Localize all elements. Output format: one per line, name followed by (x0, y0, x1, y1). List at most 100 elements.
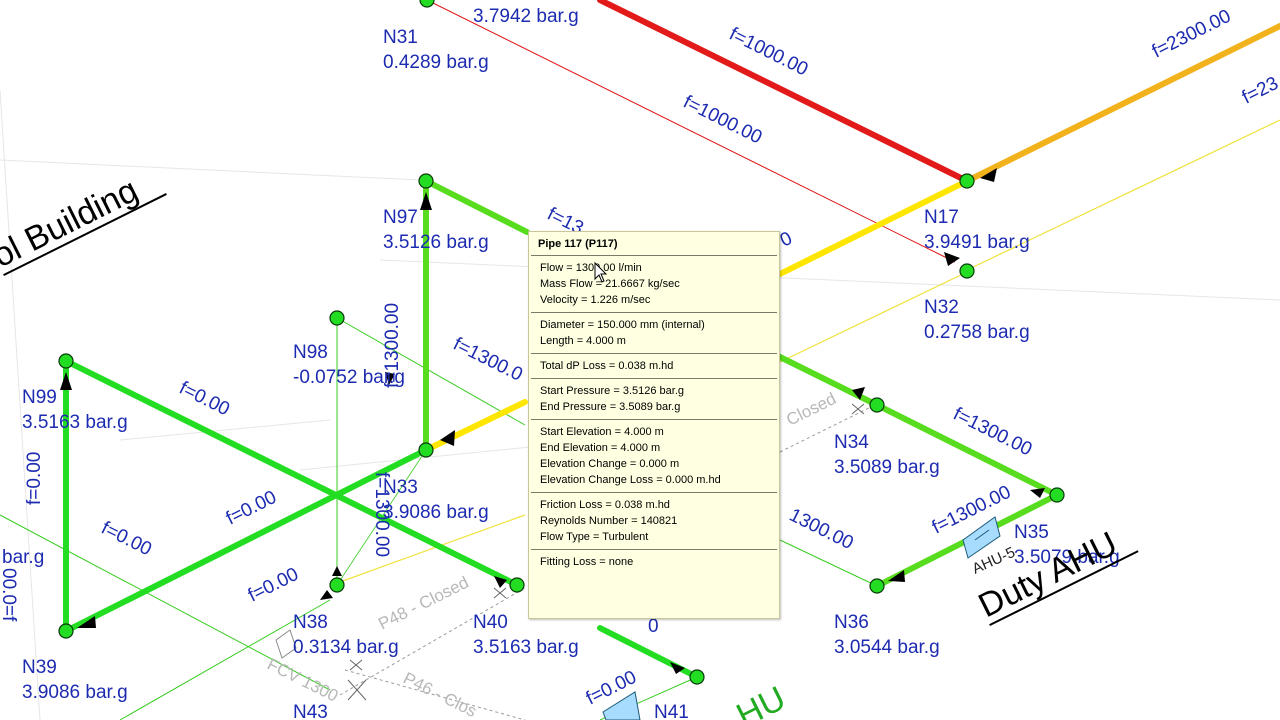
pressure-left-partial: bar.g (2, 547, 44, 568)
flow-label: f=1300.00 (382, 303, 403, 388)
tooltip-line: Total dP Loss = 0.038 m.hd (540, 360, 674, 372)
valve-n34 (851, 403, 865, 415)
arrow-icon (980, 168, 997, 182)
node-pressure-n40: 3.5163 bar.g (473, 637, 579, 658)
node-pressure-n31: 0.4289 bar.g (383, 52, 489, 73)
node-n39[interactable] (58, 623, 74, 639)
tooltip-line: Fitting Loss = none (540, 556, 634, 568)
arrow-icon (852, 387, 865, 400)
nodes (58, 0, 1065, 685)
tooltip-section: Start Elevation = 4.000 m End Elevation =… (531, 419, 777, 492)
node-label-n17: N17 (924, 207, 959, 228)
tooltip-line: Diameter = 150.000 mm (internal) (540, 319, 705, 331)
arrow-icon (888, 570, 905, 582)
tooltip-line: Start Elevation = 4.000 m (540, 426, 664, 438)
tooltip-section: Diameter = 150.000 mm (internal)Length =… (531, 312, 777, 353)
node-n41[interactable] (689, 669, 705, 685)
node-n17[interactable] (959, 173, 975, 189)
node-labels: 3.7942 bar.g N31 0.4289 bar.g N97 3.5126… (2, 6, 1120, 720)
tooltip-line: Start Pressure = 3.5126 bar.g (540, 385, 685, 397)
node-label-n97: N97 (383, 207, 418, 228)
flow-label: f=23 (1239, 73, 1280, 109)
node-label-n99: N99 (22, 387, 57, 408)
pipe-thin-green-left (0, 514, 331, 691)
tooltip-line: Mass Flow = 21.6667 kg/sec (540, 278, 680, 290)
node-n99[interactable] (58, 353, 74, 369)
flow-label: f=1300.00 (950, 404, 1035, 461)
flow-label: f=1300.0 (450, 334, 526, 386)
node-n32[interactable] (959, 263, 975, 279)
node-pressure-n33: 3.9086 bar.g (383, 502, 489, 523)
valve-marks[interactable] (347, 403, 865, 701)
flow-label: 1300.00 (786, 505, 857, 554)
closed-label-right: Closed (783, 389, 839, 430)
pipe-thin-yellow-mid (779, 271, 968, 363)
tooltip-line: Velocity = 1.226 m/sec (540, 294, 651, 306)
node-n35[interactable] (1049, 487, 1065, 503)
tooltip-line: Reynolds Number = 140821 (540, 515, 678, 527)
pipe-orange (964, 23, 1280, 184)
arrow-icon (1030, 488, 1045, 498)
ahu-bottom-unit[interactable] (602, 691, 641, 720)
closed-label-p48: P48 - Closed (375, 573, 471, 634)
tooltip-line: Friction Loss = 0.038 m.hd (540, 499, 670, 511)
pipe-n99-n40 (63, 358, 520, 588)
flow-label: f=1000.00 (726, 24, 811, 81)
pipe-p117 (423, 178, 530, 235)
node-n38[interactable] (329, 577, 345, 593)
valve-p48 (493, 587, 507, 599)
node-pressure-n34: 3.5089 bar.g (834, 457, 940, 478)
node-label-n33: N33 (383, 477, 418, 498)
pipe-thin-green-n98-n33 (336, 317, 526, 426)
building-label-school: ol Building (0, 171, 144, 275)
flow-arrows (60, 168, 1045, 674)
node-label-n35: N35 (1014, 522, 1049, 543)
node-label-n40: N40 (473, 612, 508, 633)
node-label-n43: N43 (293, 702, 328, 720)
fcv-symbol[interactable] (275, 629, 297, 659)
flow-label: 0 (648, 616, 659, 637)
tooltip-line: Flow = 1300.00 l/min (540, 262, 642, 274)
building-label-ahu-bottom: HU (731, 679, 792, 720)
pipe-yellow-n17 (777, 178, 970, 277)
node-n98[interactable] (329, 310, 345, 326)
arrow-icon (332, 566, 342, 576)
arrow-icon (440, 430, 455, 446)
node-n33[interactable] (418, 442, 434, 458)
tooltip-line: End Elevation = 4.000 m (540, 442, 661, 454)
flow-label: f=1000.00 (680, 92, 765, 149)
flow-label: f=0.00 (223, 487, 280, 530)
node-pressure-n99: 3.5163 bar.g (22, 412, 128, 433)
pipe-closed-p46 (344, 669, 526, 720)
arrow-icon (385, 372, 395, 385)
node-label-n41: N41 (654, 702, 689, 720)
arrow-icon (944, 252, 960, 266)
flow-label: f=1300.00 (929, 482, 1014, 539)
arrow-icon (670, 662, 685, 674)
flow-label: 00.0=f (0, 568, 19, 622)
node-n40[interactable] (509, 577, 525, 593)
node-n34[interactable] (869, 397, 885, 413)
node-label-n32: N32 (924, 297, 959, 318)
node-n36[interactable] (869, 578, 885, 594)
ahu5-unit[interactable] (962, 516, 1001, 559)
node-pressure-n98: -0.0752 bar.g (293, 367, 405, 388)
pipe-yellow-n33 (423, 399, 528, 453)
node-n97[interactable] (418, 173, 434, 189)
tooltip-line: End Pressure = 3.5089 bar.g (540, 401, 681, 413)
pipe-red (597, 0, 970, 184)
node-pressure-n17: 3.9491 bar.g (924, 232, 1030, 253)
valve-fcv (349, 659, 363, 671)
node-n31[interactable] (419, 0, 435, 8)
node-pressure-n35: 3.5079 bar.g (1014, 547, 1120, 568)
pipe-thin-red (426, 0, 956, 263)
node-pressure-n39: 3.9086 bar.g (22, 682, 128, 703)
tooltip-line: Elevation Change = 0.000 m (540, 458, 680, 470)
tooltip-line: Flow Type = Turbulent (540, 531, 649, 543)
